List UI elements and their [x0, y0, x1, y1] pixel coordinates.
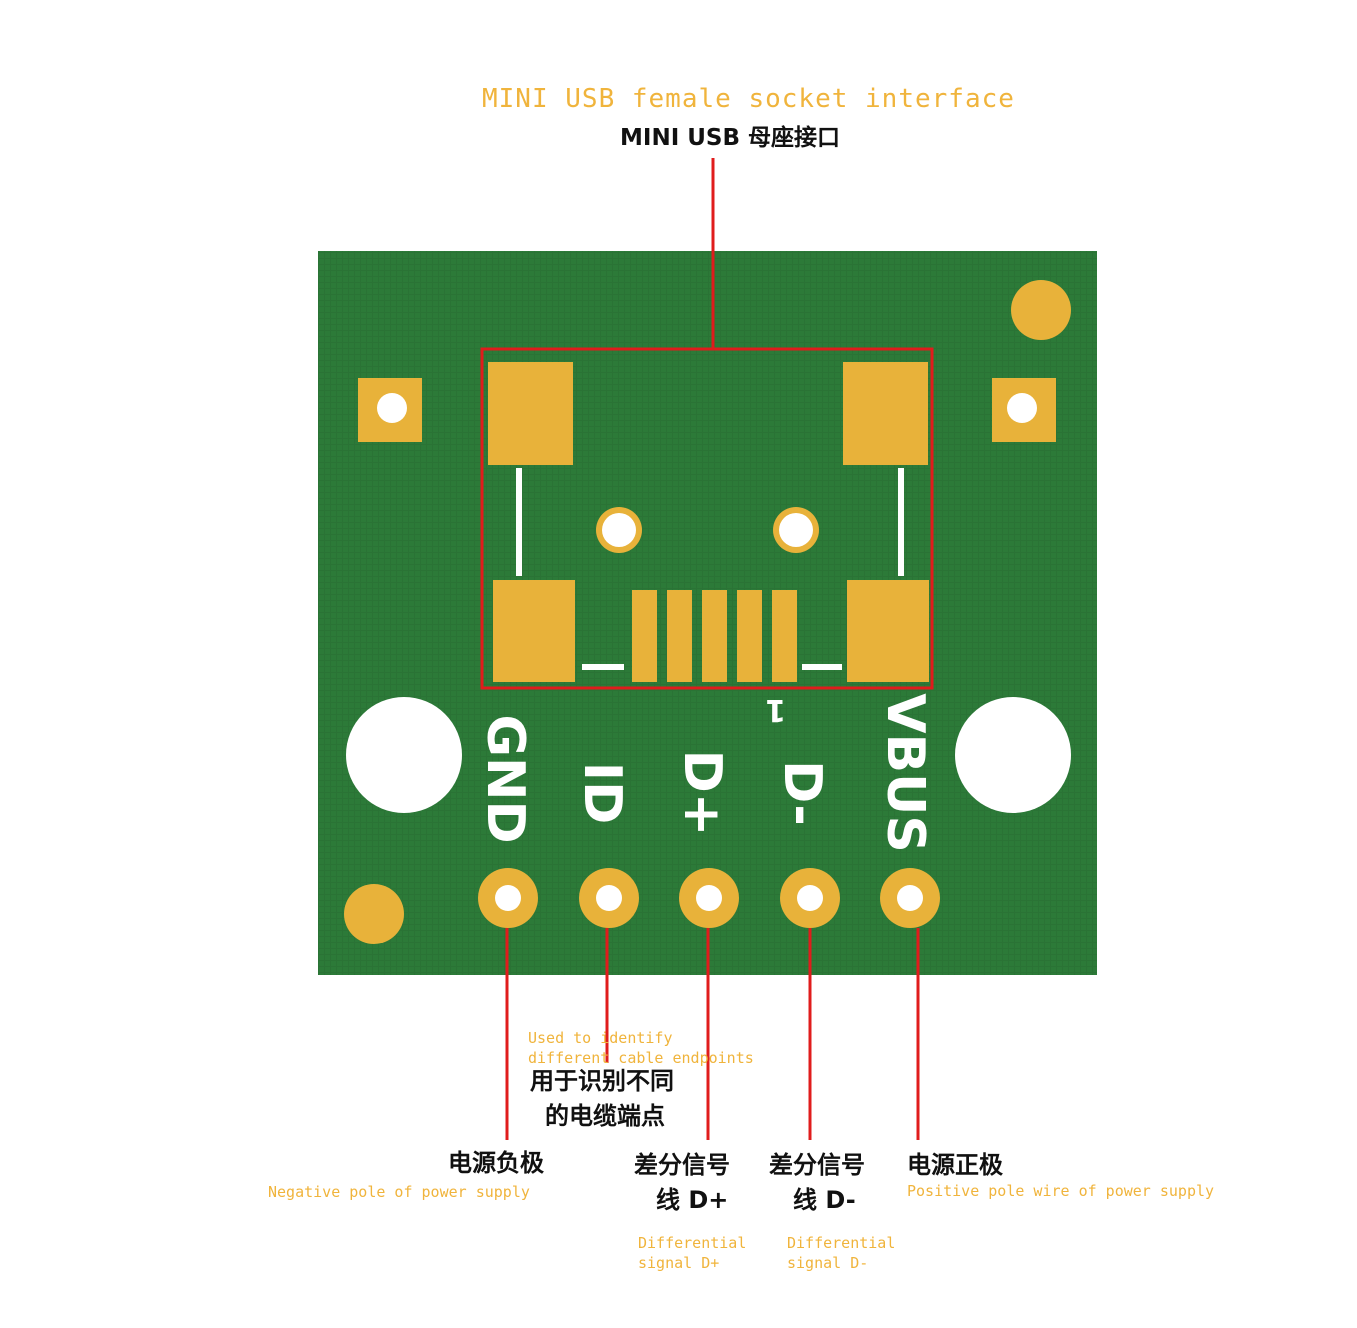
- silk-label-id: ID: [572, 762, 632, 825]
- dminus-desc-cn-2: 线 D-: [793, 1186, 856, 1214]
- dplus-desc-cn-1: 差分信号: [634, 1151, 730, 1179]
- id-desc-cn-2: 的电缆端点: [545, 1102, 665, 1130]
- title-english: MINI USB female socket interface: [482, 84, 1015, 114]
- mounting-hole-right: [955, 697, 1071, 813]
- header-pad-dminus: [780, 868, 840, 928]
- vbus-desc-cn: 电源正极: [907, 1151, 1003, 1179]
- gnd-desc-en: Negative pole of power supply: [268, 1183, 530, 1201]
- gnd-desc-cn: 电源负极: [448, 1149, 544, 1177]
- usb-socket-highlight-box: [480, 347, 934, 690]
- silk-label-dminus: D-: [772, 760, 832, 826]
- silk-label-gnd: GND: [475, 714, 535, 843]
- id-desc-en-1: Used to identify: [528, 1029, 673, 1047]
- title-chinese: MINI USB 母座接口: [620, 125, 841, 151]
- usb-footprint: [488, 362, 929, 682]
- id-desc-en-2: different cable endpoints: [528, 1049, 754, 1067]
- header-pad-id: [579, 868, 639, 928]
- fiducial-bottom-left: [344, 884, 404, 944]
- header-pad-vbus: [880, 868, 940, 928]
- id-desc-cn-1: 用于识别不同: [530, 1067, 674, 1095]
- pin1-marker: 1: [765, 692, 786, 727]
- silk-label-dplus: D+: [672, 750, 732, 837]
- square-pad-left: [358, 378, 422, 442]
- vbus-desc-en: Positive pole wire of power supply: [907, 1182, 1215, 1200]
- dplus-desc-en-2: signal D+: [638, 1254, 720, 1272]
- dplus-desc-en-1: Differential: [638, 1234, 747, 1252]
- mounting-hole-left: [346, 697, 462, 813]
- silk-label-vbus: VBUS: [875, 693, 935, 853]
- header-pad-gnd: [478, 868, 538, 928]
- dplus-desc-cn-2: 线 D+: [656, 1186, 729, 1214]
- dminus-desc-en-2: signal D-: [787, 1254, 869, 1272]
- header-pad-dplus: [679, 868, 739, 928]
- fiducial-top-right: [1011, 280, 1071, 340]
- dminus-desc-en-1: Differential: [787, 1234, 896, 1252]
- square-pad-right: [992, 378, 1056, 442]
- dminus-desc-cn-1: 差分信号: [769, 1151, 865, 1179]
